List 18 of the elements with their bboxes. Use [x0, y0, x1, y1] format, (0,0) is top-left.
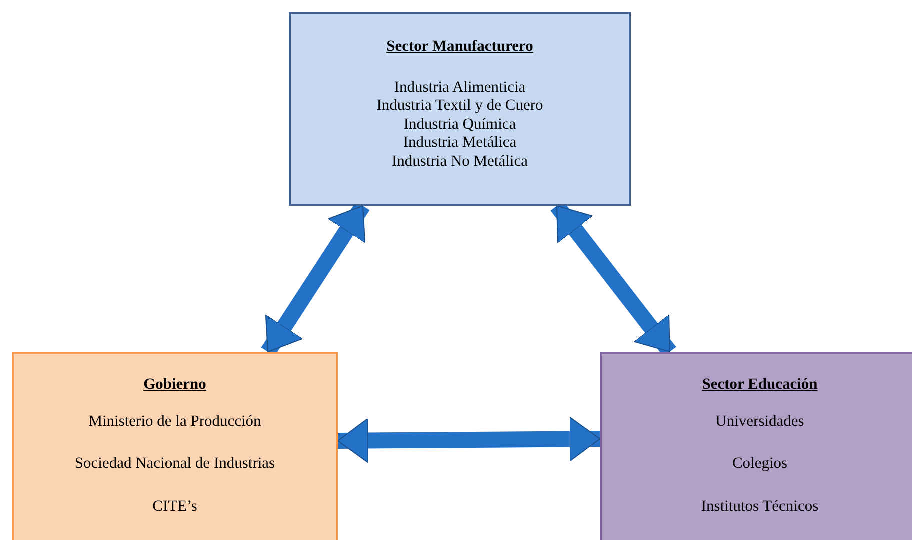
list-item: Industria Metálica [402, 134, 518, 153]
sector-box [600, 352, 912, 540]
list-item: Industria No Metálica [390, 152, 529, 172]
list-item: CITE’s [152, 498, 198, 516]
list-item: Institutos Técnicos [700, 498, 820, 516]
list-item: Sociedad Nacional de Industrias [74, 455, 276, 474]
list-item: Industria Química [402, 116, 518, 134]
box-heading: Gobierno [142, 376, 208, 395]
list-item: Industria Textil y de Cuero [376, 97, 544, 116]
list-item: Universidades [714, 412, 806, 432]
double-arrow [338, 416, 600, 464]
list-item: Colegios [731, 455, 789, 474]
sector-box [289, 12, 631, 206]
sector-box [12, 352, 338, 540]
list-item: Ministerio de la Producción [88, 412, 262, 432]
box-heading: Sector Manufacturero [386, 38, 534, 57]
box-heading: Sector Educación [701, 376, 819, 395]
list-item: Industria Alimenticia [393, 78, 527, 98]
